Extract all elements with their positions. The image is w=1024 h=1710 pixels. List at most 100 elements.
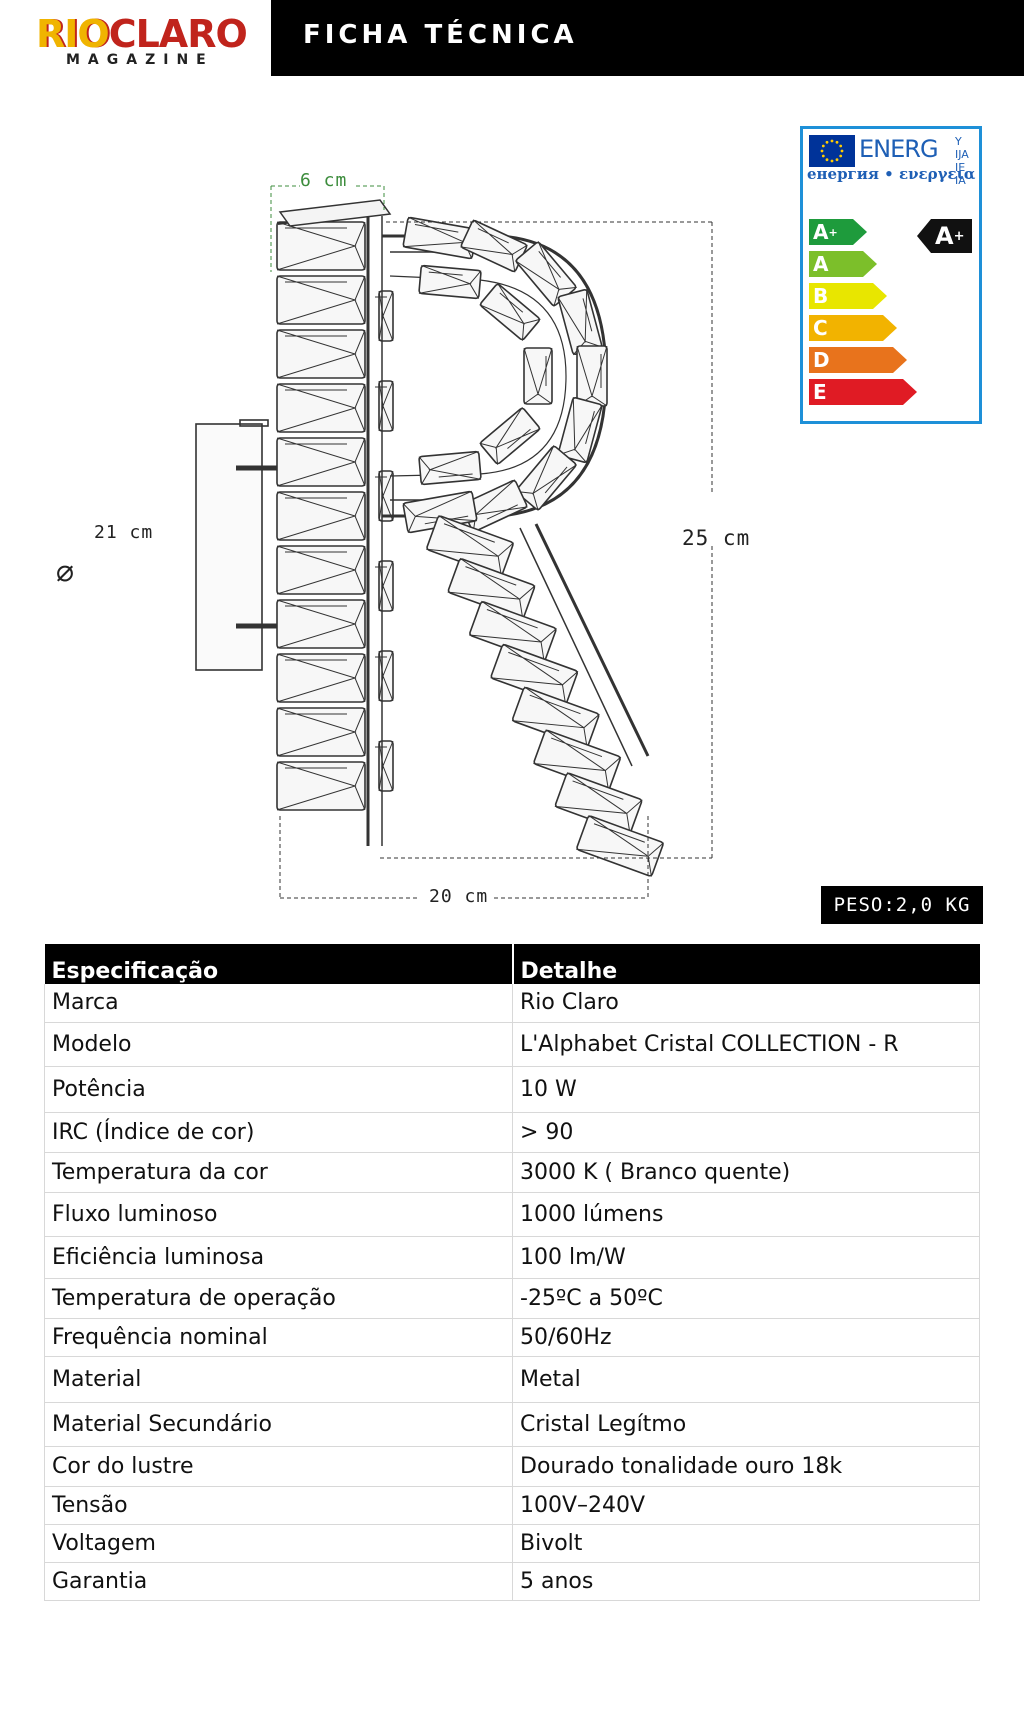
dimension-height-label: 25 cm: [682, 526, 751, 550]
crystal-block: [276, 383, 366, 433]
crystal-block: [557, 289, 603, 356]
crystal-block: [375, 290, 394, 342]
spec-name-cell: Material: [44, 1356, 513, 1403]
crystal-block: [533, 729, 622, 791]
energy-subtitle: енергия • ενεργεια: [807, 165, 976, 183]
energy-class-letter: A: [813, 252, 829, 276]
energy-class-sup: +: [828, 225, 838, 239]
crystal-block: [276, 437, 366, 487]
crystal-block: [276, 275, 366, 325]
energy-suffix-top: Y IJA: [955, 135, 969, 161]
crystal-block: [276, 653, 366, 703]
spec-name-cell: Cor do lustre: [44, 1446, 513, 1487]
spec-detail-cell: Bivolt: [512, 1524, 980, 1563]
spec-detail-cell: L'Alphabet Cristal COLLECTION - R: [512, 1022, 980, 1067]
dimension-depth-label: 6 cm: [300, 170, 348, 191]
column-header-spec: Especificação: [44, 944, 513, 984]
crystal-block: [276, 545, 366, 595]
spec-name-cell: Temperatura da cor: [44, 1152, 513, 1193]
dimension-diameter-label: 21 cm: [94, 522, 154, 543]
eu-flag-icon: [809, 135, 855, 167]
spec-detail-cell: -25ºC a 50ºC: [512, 1278, 980, 1319]
energy-class-letter: E: [813, 380, 827, 404]
page-title: FICHA TÉCNICA: [303, 20, 578, 50]
energy-class-bar: A+: [809, 219, 867, 245]
spec-name-cell: Garantia: [44, 1562, 513, 1601]
dimension-width-label: 20 cm: [429, 886, 489, 907]
spec-name-cell: Potência: [44, 1066, 513, 1113]
energy-rating-indicator: A+: [917, 219, 973, 253]
energy-class-letter: C: [813, 316, 828, 340]
crystal-block: [511, 686, 600, 749]
energy-word: ENERG: [859, 135, 939, 163]
crystal-block: [557, 397, 603, 464]
spec-detail-cell: 1000 lúmens: [512, 1192, 980, 1237]
crystal-block: [276, 221, 366, 271]
energy-class-bar: A: [809, 251, 877, 277]
energy-class-letter: A: [813, 220, 829, 244]
crystal-block: [375, 380, 394, 432]
crystal-block: [276, 329, 366, 379]
crystal-block: [375, 740, 394, 792]
spec-detail-cell: Metal: [512, 1356, 980, 1403]
spec-name-cell: Marca: [44, 984, 513, 1023]
table-row: IRC (Índice de cor)> 90: [44, 1112, 980, 1153]
spec-detail-cell: Cristal Legítmo: [512, 1402, 980, 1447]
letter-r-lamp-illustration: [195, 185, 713, 899]
energy-class-letter: D: [813, 348, 830, 372]
energy-suffix-bottom: IE IA: [955, 161, 966, 187]
table-row: Temperatura de operação-25ºC a 50ºC: [44, 1278, 980, 1319]
spec-name-cell: Frequência nominal: [44, 1318, 513, 1357]
weight-badge: PESO:2,0 KG: [821, 886, 983, 924]
spec-detail-cell: Dourado tonalidade ouro 18k: [512, 1446, 980, 1487]
crystal-block: [479, 283, 541, 341]
spec-name-cell: Temperatura de operação: [44, 1278, 513, 1319]
bowl-crystals: [402, 216, 608, 534]
energy-class-bar: D: [809, 347, 907, 373]
diameter-symbol: ∅: [56, 556, 76, 591]
spec-detail-cell: 10 W: [512, 1066, 980, 1113]
crystal-block: [418, 450, 482, 486]
spec-detail-cell: 5 anos: [512, 1562, 980, 1601]
column-header-detail: Detalhe: [511, 944, 980, 984]
energy-class-bar: E: [809, 379, 917, 405]
energy-label: ENERG Y IJA IE IA енергия • ενεργεια A+A…: [800, 126, 982, 424]
crystal-block: [276, 599, 366, 649]
crystal-block: [276, 761, 366, 811]
rating-letter: A: [935, 222, 954, 250]
leg-crystals: [426, 514, 665, 877]
spec-detail-cell: 100 lm/W: [512, 1236, 980, 1279]
crystal-block: [523, 347, 553, 405]
crystal-block: [375, 470, 394, 522]
crystal-block: [375, 650, 394, 702]
crystal-block: [276, 707, 366, 757]
spec-name-cell: Tensão: [44, 1486, 513, 1525]
rating-sup: +: [953, 228, 965, 244]
spec-name-cell: Material Secundário: [44, 1402, 513, 1447]
spec-name-cell: Voltagem: [44, 1524, 513, 1563]
spec-detail-cell: 100V–240V: [512, 1486, 980, 1525]
crystal-block: [576, 345, 608, 407]
wall-mount-plate: [195, 423, 263, 671]
logo-text-claro: CLARO: [108, 12, 248, 56]
brand-logo: RIOCLARO MAGAZINE: [36, 14, 276, 70]
spec-detail-cell: > 90: [512, 1112, 980, 1153]
mount-bracket-top: [239, 419, 269, 427]
energy-class-bar: B: [809, 283, 887, 309]
crystal-block: [469, 600, 557, 663]
crystal-block: [276, 491, 366, 541]
logo-subtitle: MAGAZINE: [66, 52, 214, 68]
spec-detail-cell: 3000 K ( Branco quente): [512, 1152, 980, 1193]
